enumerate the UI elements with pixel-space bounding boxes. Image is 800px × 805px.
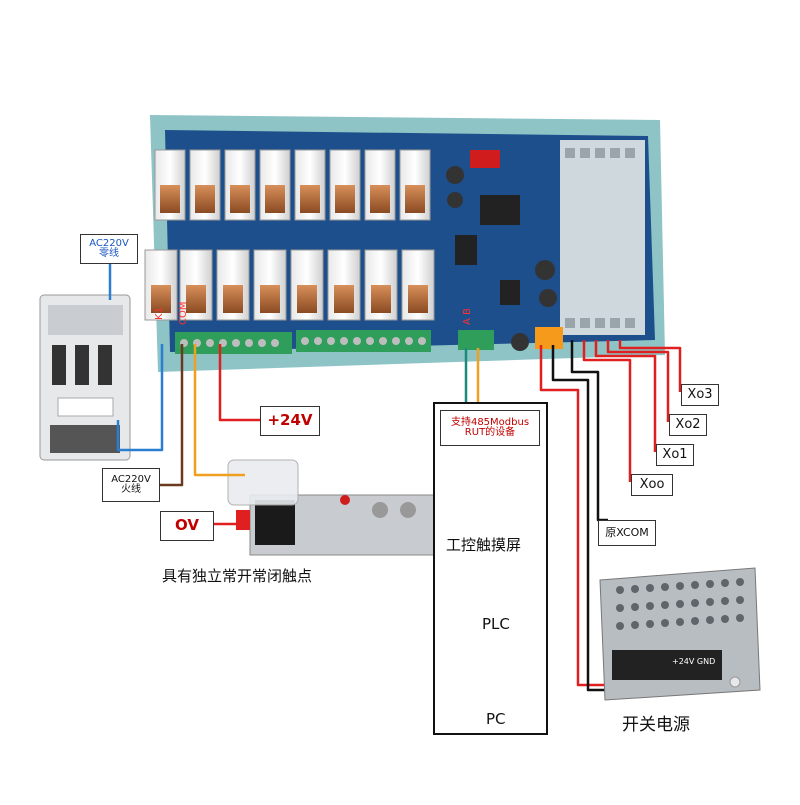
label-xcom: 原XCOM: [598, 520, 656, 546]
dip-switch: [470, 150, 500, 168]
solenoid-valve: [227, 459, 436, 556]
label-xo2: Xo2: [669, 414, 707, 436]
input-terminal-strip: [560, 140, 645, 335]
wire-valve-signal: [193, 344, 245, 477]
relay-row-top: [154, 149, 431, 221]
modbus-device-panel: [433, 402, 548, 735]
label-contacts: 具有独立常开常闭触点: [162, 567, 313, 585]
psu-terminal-label: +24V GND: [672, 657, 715, 666]
label-0v: OV: [160, 511, 214, 541]
label-pc: PC: [486, 710, 506, 728]
mcu-chip: [480, 195, 520, 225]
wire-xo3: [618, 340, 682, 392]
wire-xoo: [582, 340, 632, 482]
rs485-terminal: [458, 330, 494, 350]
power-terminal: [535, 327, 563, 349]
wire-live: [158, 344, 184, 487]
label-touchscreen: 工控触摸屏: [446, 536, 522, 554]
label-plus-24v: +24V: [260, 406, 320, 436]
relay-row-bottom: [144, 249, 435, 321]
label-power-supply: 开关电源: [622, 715, 690, 735]
wire-neutral-contactor: [116, 344, 164, 452]
wire-xo1: [594, 340, 657, 452]
relay-board: K1 COM A B: [144, 115, 665, 372]
board-label-ab: A B: [462, 308, 473, 325]
wire-xo2: [606, 340, 670, 422]
label-plc: PLC: [482, 615, 510, 633]
label-xoo: Xoo: [631, 474, 673, 496]
label-xo1: Xo1: [656, 444, 694, 466]
board-label-com: COM: [178, 302, 189, 325]
label-xo3: Xo3: [681, 384, 719, 406]
switching-power-supply: +24V GND: [599, 567, 761, 701]
board-label-k1: K1: [154, 307, 165, 320]
ac-contactor: [39, 294, 131, 461]
wire-24v: [218, 344, 260, 422]
output-terminal-strip-right: [296, 330, 431, 352]
